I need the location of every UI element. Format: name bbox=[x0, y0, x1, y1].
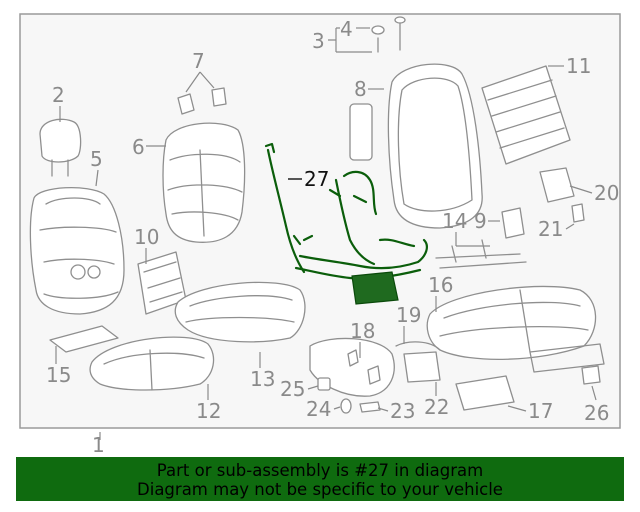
callout-labels: 2 5 6 7 10 15 12 13 3 4 8 11 20 21 14 9 … bbox=[46, 17, 619, 457]
part-bracket-26 bbox=[581, 365, 601, 385]
part-clips bbox=[177, 87, 227, 115]
part-adjuster-rails bbox=[435, 239, 527, 269]
part-mat bbox=[49, 325, 119, 353]
banner-line-2: Diagram may not be specific to your vehi… bbox=[137, 480, 503, 499]
callout-2: 2 bbox=[52, 83, 65, 107]
banner-line-1: Part or sub-assembly is #27 in diagram bbox=[156, 461, 484, 480]
callout-10: 10 bbox=[134, 225, 159, 249]
part-lumbar-support bbox=[481, 65, 571, 165]
callout-18: 18 bbox=[350, 319, 375, 343]
part-motor bbox=[501, 207, 525, 239]
part-lumbar-plate bbox=[137, 251, 187, 315]
part-seatback-pad bbox=[162, 122, 246, 243]
callout-23: 23 bbox=[390, 399, 415, 423]
callout-3: 3 bbox=[312, 29, 325, 53]
callout-4: 4 bbox=[340, 17, 353, 41]
part-seat-adjuster bbox=[426, 285, 605, 373]
callout-8: 8 bbox=[354, 77, 367, 101]
callout-13: 13 bbox=[250, 367, 275, 391]
part-cushion-pad bbox=[174, 281, 306, 343]
part-switch bbox=[403, 351, 441, 383]
callout-26: 26 bbox=[584, 401, 609, 425]
part-fasteners bbox=[371, 16, 406, 53]
callout-9: 9 bbox=[474, 209, 487, 233]
part-knob-25 bbox=[317, 377, 331, 391]
callout-16: 16 bbox=[428, 273, 453, 297]
part-seatback-frame bbox=[387, 63, 483, 229]
callout-12: 12 bbox=[196, 399, 221, 423]
info-banner: Part or sub-assembly is #27 in diagram D… bbox=[16, 457, 624, 501]
callout-22: 22 bbox=[424, 395, 449, 419]
callout-21: 21 bbox=[538, 217, 563, 241]
leader-lines bbox=[55, 27, 597, 440]
part-headrest bbox=[39, 118, 82, 177]
part-cap-23 bbox=[359, 401, 381, 413]
part-trim-strip bbox=[455, 375, 515, 411]
callout-27: 27 bbox=[304, 167, 329, 191]
part-seatback-cover bbox=[29, 186, 125, 315]
callout-11: 11 bbox=[566, 54, 591, 78]
part-link bbox=[395, 341, 441, 351]
callout-5: 5 bbox=[90, 147, 103, 171]
part-knob-24 bbox=[340, 398, 352, 414]
part-wiring-harness bbox=[264, 142, 428, 305]
part-clip-21 bbox=[571, 203, 585, 223]
callout-20: 20 bbox=[594, 181, 619, 205]
callout-24: 24 bbox=[306, 397, 331, 421]
part-bracket bbox=[539, 167, 575, 203]
callout-25: 25 bbox=[280, 377, 305, 401]
callout-14: 14 bbox=[442, 209, 467, 233]
callout-1: 1 bbox=[92, 433, 105, 457]
callout-7: 7 bbox=[192, 49, 205, 73]
callout-19: 19 bbox=[396, 303, 421, 327]
callout-6: 6 bbox=[132, 135, 145, 159]
part-trim-panel bbox=[349, 103, 373, 161]
callout-15: 15 bbox=[46, 363, 71, 387]
part-cushion-cover bbox=[89, 336, 215, 391]
callout-17: 17 bbox=[528, 399, 553, 423]
